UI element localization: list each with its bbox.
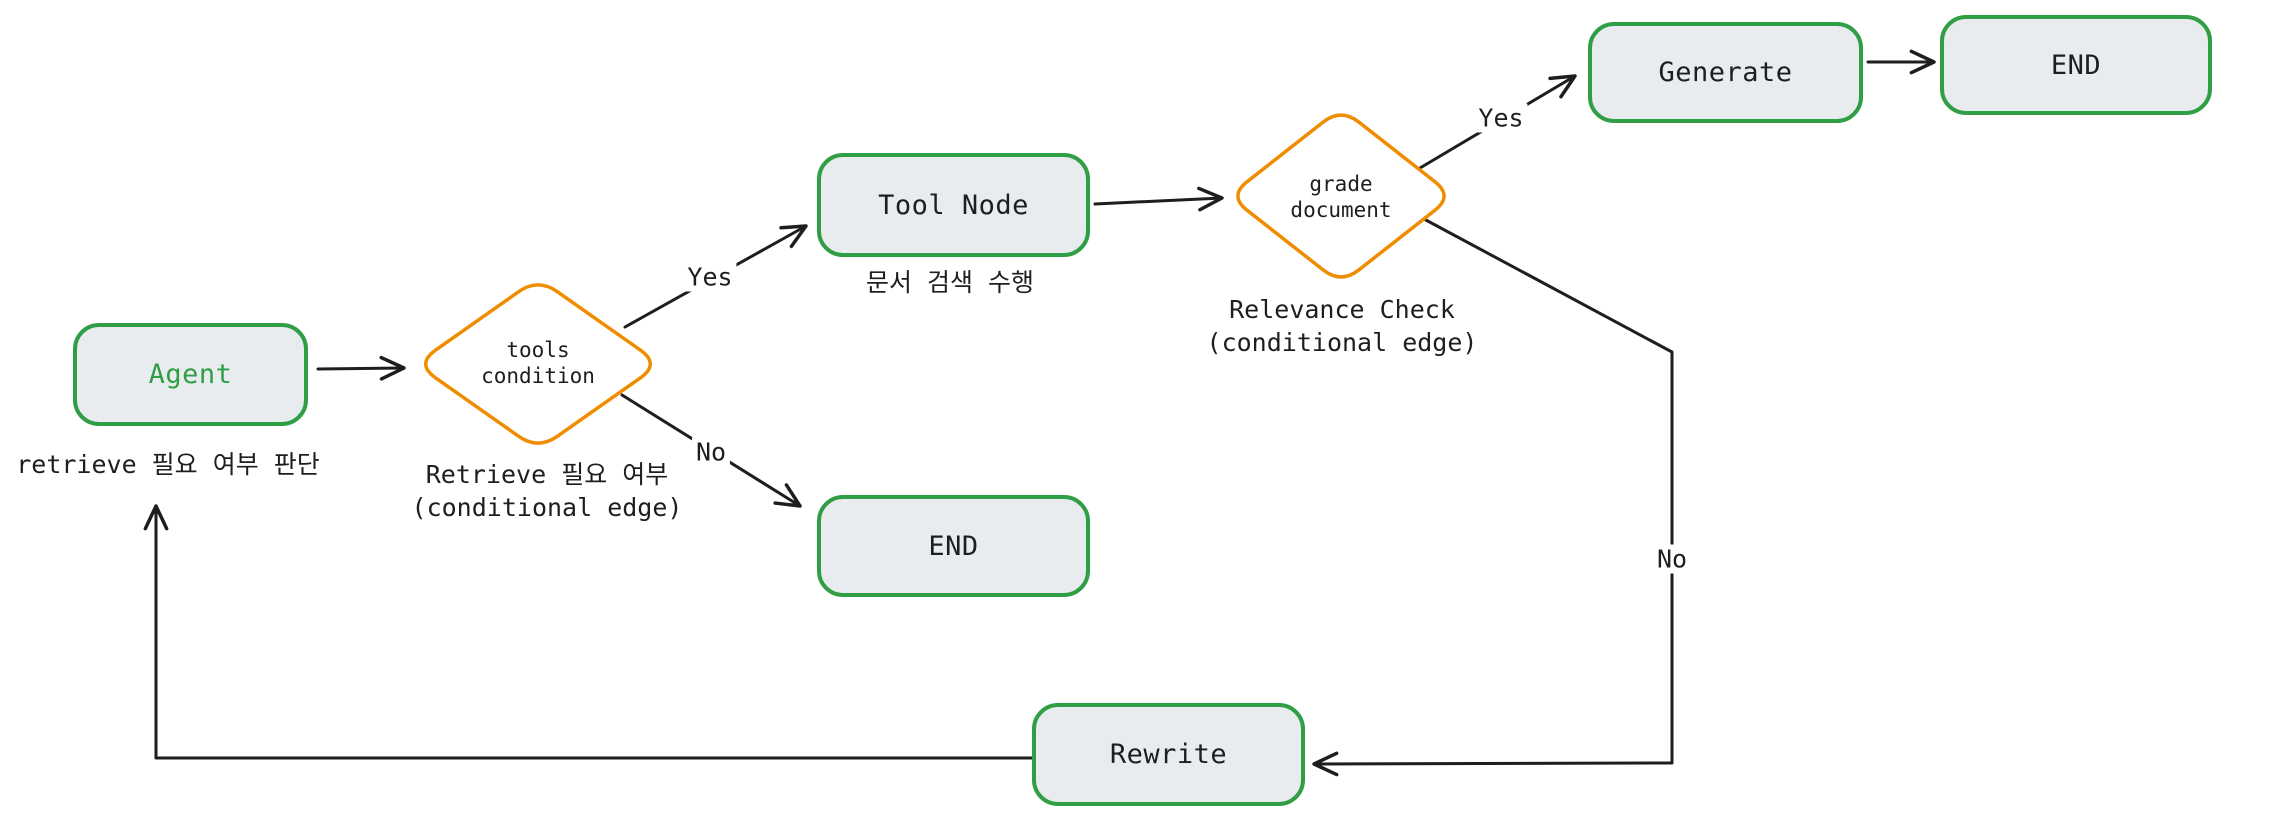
node-generate-label: Generate — [1658, 57, 1793, 88]
tools-condition-label: tools condition — [481, 337, 595, 389]
node-rewrite-label: Rewrite — [1109, 739, 1228, 770]
node-end-middle-label: END — [928, 530, 979, 562]
grade-document-caption-line2: (conditional edge) — [1206, 328, 1478, 357]
agent-caption: retrieve 필요 여부 판단 — [16, 450, 320, 479]
tool-node-caption: 문서 검색 수행 — [865, 268, 1035, 297]
tools-condition-caption-line2: (conditional edge) — [411, 493, 683, 522]
grade-document-caption: Relevance Check (conditional edge) — [1207, 293, 1478, 359]
edge-agent-to-tools-condition — [316, 355, 406, 381]
edge-label-tools-no: No — [691, 437, 731, 467]
node-end-top: END — [1940, 15, 2212, 115]
grade-document-diamond — [1236, 113, 1446, 279]
node-end-top-label: END — [2050, 49, 2102, 81]
node-generate: Generate — [1588, 22, 1863, 123]
tools-condition-caption: Retrieve 필요 여부 (conditional edge) — [412, 458, 683, 524]
tools-condition-label-line1: tools — [506, 338, 570, 362]
node-rewrite: Rewrite — [1032, 703, 1305, 806]
edge-label-grade-yes: Yes — [1474, 103, 1528, 133]
edge-rewrite-to-agent — [143, 504, 1034, 760]
grade-document-label: grade document — [1290, 171, 1391, 223]
tools-condition-label-line2: condition — [481, 364, 595, 388]
node-agent: Agent — [73, 323, 308, 426]
tools-condition-caption-line1: Retrieve 필요 여부 — [425, 460, 669, 489]
node-tool-node-label: Tool Node — [878, 189, 1029, 221]
grade-document-label-line2: document — [1290, 198, 1392, 222]
edge-label-grade-no: No — [1652, 544, 1692, 574]
edge-tool-node-to-grade-document — [1093, 186, 1224, 212]
node-end-middle: END — [817, 495, 1090, 597]
node-agent-label: Agent — [148, 359, 233, 390]
tools-condition-diamond — [424, 283, 652, 445]
grade-document-caption-line1: Relevance Check — [1229, 295, 1455, 324]
node-tool-node: Tool Node — [817, 153, 1090, 257]
edge-label-tools-yes: Yes — [683, 262, 737, 292]
grade-document-label-line1: grade — [1309, 172, 1373, 196]
